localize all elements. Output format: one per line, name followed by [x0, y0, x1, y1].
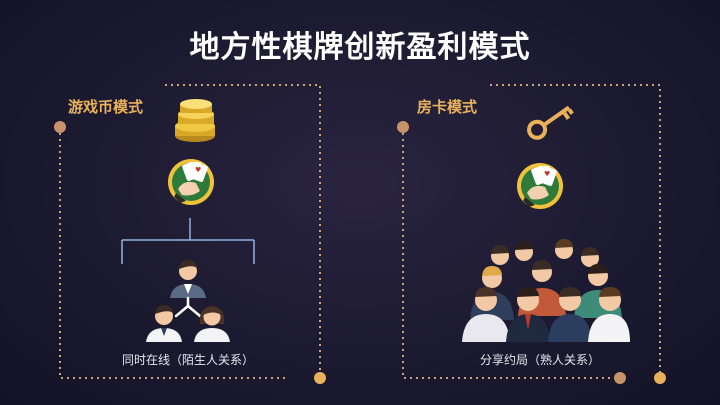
right-panel-title: 房卡模式 [417, 98, 478, 116]
frame-dot [397, 121, 409, 133]
key-icon [527, 105, 574, 140]
playing-cards-hand-icon: ♥ [517, 163, 563, 209]
right-panel-frame [402, 84, 661, 379]
crowd-icon [462, 239, 630, 342]
frame-dot [614, 372, 626, 384]
gold-coins-icon [175, 99, 215, 142]
left-panel-caption: 同时在线（陌生人关系） [121, 353, 254, 367]
svg-text:♥: ♥ [195, 166, 201, 174]
frame-dot [654, 372, 666, 384]
person-icon [194, 306, 230, 342]
connector-icon [174, 296, 202, 318]
person-icon [170, 260, 206, 298]
left-panel-title: 游戏币模式 [68, 98, 144, 116]
playing-cards-hand-icon: ♥ [168, 159, 214, 205]
person-icon [146, 305, 182, 342]
svg-text:♥: ♥ [544, 170, 550, 178]
frame-dot [54, 121, 66, 133]
tree-connector-icon [121, 218, 255, 264]
frame-dot [314, 372, 326, 384]
right-panel-caption: 分享约局（熟人关系） [479, 353, 600, 367]
slide-title: 地方性棋牌创新盈利模式 [189, 30, 531, 65]
